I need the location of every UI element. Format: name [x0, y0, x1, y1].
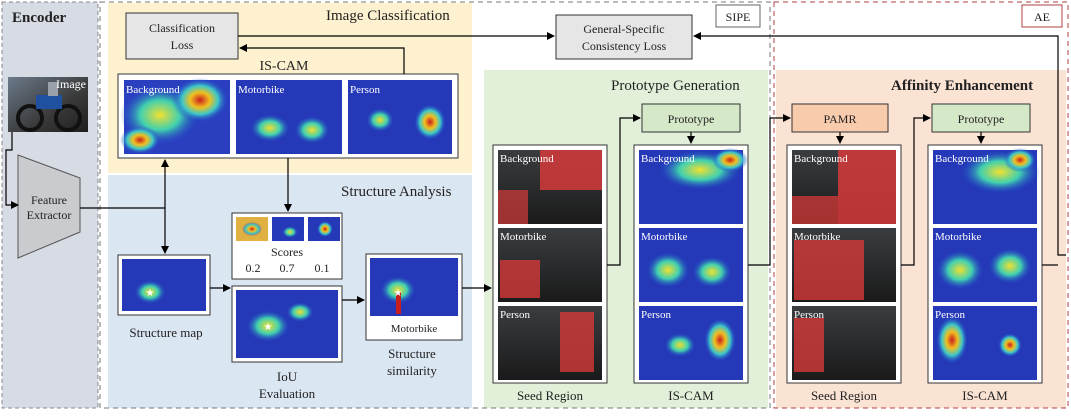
image-classification-title: Image Classification	[326, 8, 450, 24]
pg-iscam-background-label: Background	[641, 153, 695, 165]
ae-iscam-caption: IS-CAM	[962, 388, 1008, 403]
pg-iscam-motorbike-label: Motorbike	[641, 231, 688, 243]
ae-seed-motorbike-map	[792, 228, 896, 302]
ae-iscam-motorbike-map	[933, 228, 1037, 302]
score-1: 0.2	[246, 261, 261, 275]
pg-seed-background-label: Background	[500, 153, 554, 165]
classification-loss-line1: Classification	[149, 21, 215, 35]
ae-iscam-motorbike-label: Motorbike	[935, 231, 982, 243]
ae-tag: AE	[1034, 10, 1050, 24]
pg-prototype-label: Prototype	[668, 112, 715, 126]
pg-iscam-caption: IS-CAM	[668, 388, 714, 403]
iou-caption-line1: IoU	[277, 369, 298, 384]
iscam-person-map	[348, 80, 452, 154]
ae-seed-person-label: Person	[794, 309, 824, 321]
prototype-generation-title: Prototype Generation	[611, 78, 740, 94]
structure-analysis-title: Structure Analysis	[341, 184, 452, 200]
connectors	[5, 32, 1066, 304]
svg-text:★: ★	[394, 288, 403, 299]
classification-loss-line2: Loss	[171, 38, 194, 52]
consistency-loss-line2: Consistency Loss	[582, 39, 667, 53]
pg-iscam-person-map	[639, 306, 743, 380]
iscam-background-label: Background	[126, 84, 180, 96]
sipe-tag: SIPE	[726, 10, 751, 24]
feature-extractor-line1: Feature	[31, 193, 67, 207]
ae-seed-background-map	[792, 150, 896, 224]
pamr-label: PAMR	[824, 112, 857, 126]
pg-seed-caption: Seed Region	[517, 388, 584, 403]
iou-caption-line2: Evaluation	[259, 386, 316, 401]
ae-seed-person-map	[792, 306, 896, 380]
consistency-loss-box	[555, 14, 693, 60]
ae-frame	[773, 1, 1069, 409]
svg-text:★: ★	[264, 322, 273, 333]
ae-iscam-person-map	[933, 306, 1037, 380]
pg-seed-motorbike-label: Motorbike	[500, 231, 547, 243]
ae-prototype-box	[931, 103, 1031, 133]
scores-title: Scores	[271, 245, 303, 259]
affinity-enhancement-title: Affinity Enhancement	[891, 78, 1033, 94]
structure-map: ★	[122, 259, 206, 311]
score-3: 0.1	[315, 261, 330, 275]
iscam-title: IS-CAM	[259, 59, 309, 74]
structure-map-caption: Structure map	[129, 325, 202, 340]
image-label: Image	[56, 77, 86, 91]
ae-iscam-background-label: Background	[935, 153, 989, 165]
ae-seed-background-label: Background	[794, 153, 848, 165]
pg-prototype-box	[641, 103, 741, 133]
pg-iscam-person-label: Person	[641, 309, 671, 321]
pg-seed-motorbike-map	[498, 228, 602, 302]
pg-iscam-background-map	[639, 148, 748, 224]
feature-extractor-line2: Extractor	[27, 208, 72, 222]
score-2: 0.7	[280, 261, 295, 275]
input-image	[8, 77, 88, 132]
sipe-tag-box	[715, 4, 761, 28]
ae-iscam-person-label: Person	[935, 309, 965, 321]
classification-loss-box	[125, 12, 239, 60]
encoder-title: Encoder	[12, 10, 67, 26]
consistency-loss-line1: General-Specific	[583, 22, 664, 36]
similarity-caption-line2: similarity	[387, 363, 437, 378]
pg-seed-background-map	[498, 150, 602, 224]
scores-thumbnails	[236, 217, 340, 241]
pg-iscam-motorbike-map	[639, 228, 743, 302]
iscam-motorbike-map	[236, 80, 342, 154]
ae-prototype-label: Prototype	[958, 112, 1005, 126]
similarity-caption-line1: Structure	[388, 346, 436, 361]
iscam-motorbike-label: Motorbike	[238, 84, 285, 96]
ae-tag-box	[1021, 4, 1063, 28]
ae-seed-caption: Seed Region	[811, 388, 878, 403]
ae-seed-motorbike-label: Motorbike	[794, 231, 841, 243]
iscam-person-label: Person	[350, 84, 380, 96]
pg-seed-person-map	[498, 306, 602, 380]
pg-seed-person-label: Person	[500, 309, 530, 321]
ae-iscam-background-map	[933, 148, 1040, 224]
feature-extractor	[17, 154, 81, 259]
iscam-background-map	[120, 78, 230, 154]
svg-text:★: ★	[146, 288, 155, 299]
similarity-map: ★	[370, 258, 458, 316]
iou-map: ★	[236, 290, 338, 358]
similarity-motorbike-label: Motorbike	[391, 323, 438, 335]
